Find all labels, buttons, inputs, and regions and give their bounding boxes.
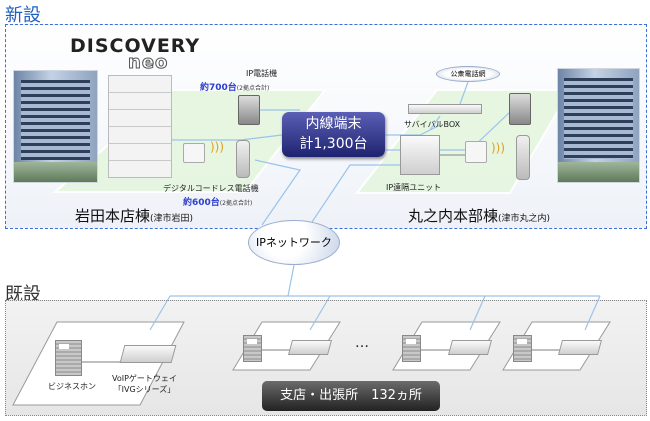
voip-gateway-icon [557, 340, 603, 355]
access-point-icon [465, 141, 487, 163]
business-phone-icon [55, 340, 82, 376]
neo-logo: neo [127, 52, 169, 74]
voip-gateway-label: VoIPゲートウェイ「IVGシリーズ」 [112, 374, 177, 394]
ip-phone-label: IP電話機 [246, 69, 278, 78]
survival-box-icon [408, 104, 482, 114]
wireless-signal-icon: ))) [210, 140, 225, 154]
cordless-label: デジタルコードレス電話機 [163, 184, 259, 193]
voip-gateway-icon [447, 340, 493, 355]
marunouchi-building-name: 丸之内本部棟(津市丸之内) [408, 207, 551, 225]
ip-phone-icon [509, 93, 531, 125]
business-phone-icon [243, 335, 262, 362]
branches-badge: 支店・出張所 132ヵ所 [262, 381, 440, 411]
cordless-phone-icon [516, 135, 530, 180]
business-phone-icon [402, 335, 421, 362]
iwata-building-image [13, 70, 98, 183]
cordless-phone-icon [236, 140, 250, 178]
marunouchi-building-image [557, 68, 640, 183]
ip-remote-unit-icon [400, 135, 440, 175]
pbx-cabinet-icon [108, 75, 172, 178]
iwata-building-name: 岩田本店棟(津市岩田) [75, 207, 194, 225]
ip-phone-count: 約700台(2拠点合計) [200, 83, 270, 93]
total-terminals-badge: 内線端末計1,300台 [282, 112, 385, 157]
survival-box-label: サバイバルBOX [404, 120, 461, 129]
voip-gateway-icon [287, 340, 333, 355]
ip-remote-unit-label: IP遠隔ユニット [386, 183, 442, 192]
cordless-count: 約600台(2拠点合計) [183, 198, 253, 208]
discovery-logo: DISCOVERY [70, 35, 201, 57]
business-phone-label: ビジネスホン [48, 382, 96, 391]
wireless-signal-icon: ))) [491, 141, 506, 155]
new-section-title: 新設 [5, 5, 41, 26]
ip-network-cloud: IPネットワーク [248, 220, 340, 265]
existing-section-title: 既設 [5, 284, 41, 305]
business-phone-icon [513, 335, 532, 362]
access-point-icon [183, 143, 205, 163]
voip-gateway-icon [119, 345, 177, 363]
ip-phone-icon [238, 95, 260, 125]
ellipsis: … [355, 335, 369, 351]
pstn-cloud: 公衆電話網 [436, 66, 500, 82]
